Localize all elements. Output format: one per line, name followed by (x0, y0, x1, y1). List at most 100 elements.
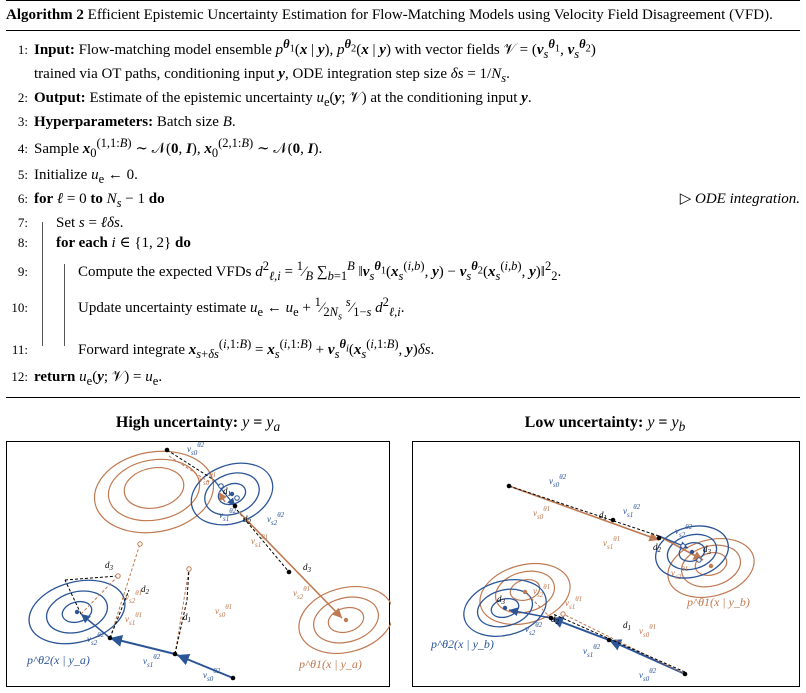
algorithm-title: Efficient Epistemic Uncertainty Estimati… (87, 7, 773, 23)
svg-text:d3: d3 (497, 594, 506, 606)
svg-text:d2: d2 (243, 514, 252, 526)
algo-line-2: 2: Output: Estimate of the epistemic unc… (6, 88, 800, 112)
svg-text:vs0θ1: vs0θ1 (215, 603, 232, 619)
line-text: Initialize ue ← 0. (34, 167, 138, 186)
line-number: 3: (17, 114, 28, 129)
line-text: Update uncertainty estimate ue ← ue + 1⁄… (78, 295, 405, 323)
high-uncertainty-panel: vs0θ2 vs0θ1 vs1θ2 vs2θ2 vs1θ1 vs2θ1 d1 d… (6, 441, 394, 687)
blue-target-contours-b (463, 579, 547, 637)
keyword: Hyperparameters: (34, 114, 154, 130)
svg-text:d1: d1 (183, 612, 191, 624)
algorithm-number: Algorithm 2 (6, 7, 84, 23)
algo-line-3: 3: Hyperparameters: Batch size B. (6, 112, 800, 132)
ode-comment: ▷ ODE integration. (679, 191, 800, 207)
svg-text:vs1θ2: vs1θ2 (143, 653, 161, 669)
line-number: 8: (17, 235, 28, 250)
svg-text:vs2θ1: vs2θ1 (293, 585, 310, 601)
orange-target-contours (298, 586, 394, 654)
algo-line-7: 7: Set s = ℓδs. (6, 213, 800, 233)
svg-text:d3: d3 (105, 560, 114, 572)
svg-text:vs2θ2: vs2θ2 (675, 523, 693, 539)
algo-line-12: 12: return ue(y; 𝒱) = ue. (6, 367, 800, 391)
line-number: 10: (11, 300, 28, 315)
svg-text:vs2θ2: vs2θ2 (267, 511, 285, 527)
svg-text:d1: d1 (623, 620, 631, 632)
for-each-guide (64, 264, 65, 346)
p-theta2-label-b: p^θ2(x | y_b) (430, 637, 494, 651)
blue-target-contours (28, 579, 126, 645)
line-text: return ue(y; 𝒱) = ue. (34, 368, 163, 388)
keyword: Output: (34, 90, 86, 106)
line-text: for each i ∈ {1, 2} do (56, 235, 191, 251)
svg-text:d1: d1 (223, 486, 231, 498)
line-text: for ℓ = 0 to Ns − 1 do (34, 191, 165, 210)
svg-text:d2: d2 (551, 614, 560, 626)
low-uncertainty-diagram: vs0θ2 vs0θ1 vs1θ2 vs1θ1 vs2θ2 vs2θ1 d1 d… (430, 473, 755, 683)
line-text: Compute the expected VFDs d2ℓ,i = 1⁄B ∑b… (78, 259, 562, 283)
line-text: Hyperparameters: Batch size B. (34, 114, 236, 130)
keyword: Input: (34, 42, 75, 58)
orange-top-contours (93, 450, 215, 534)
algo-line-11: 11: Forward integrate xs+δs(i,1:B) = xs(… (6, 331, 800, 367)
line-text: Set s = ℓδs. (56, 215, 124, 231)
line-text: Sample x0(1,1:B) ∼ 𝒩(0, I), x0(2,1:B) ∼ … (34, 136, 323, 160)
line-number: 1: (17, 42, 28, 57)
svg-text:vs0θ1: vs0θ1 (639, 623, 656, 639)
algo-line-8: 8: for each i ∈ {1, 2} do (6, 233, 800, 253)
algo-line-1: 1: Input: Flow-matching model ensemble p… (6, 34, 800, 64)
left-figure-title: High uncertainty: y = ya (115, 414, 281, 435)
algo-line-1-cont: trained via OT paths, conditioning input… (6, 64, 800, 88)
svg-text:vs2θ2: vs2θ2 (87, 631, 105, 647)
svg-text:d3: d3 (303, 562, 312, 574)
svg-text:vs1θ2: vs1θ2 (583, 643, 601, 659)
algo-line-6: 6: for ℓ = 0 to Ns − 1 do ▷ ODE integrat… (6, 189, 800, 213)
svg-text:vs1θ1: vs1θ1 (565, 595, 582, 611)
line-number: 5: (17, 167, 28, 182)
svg-text:vs1θ1: vs1θ1 (603, 535, 620, 551)
line-number: 7: (17, 215, 28, 230)
svg-text:d3: d3 (703, 544, 712, 556)
svg-text:vs1θ1: vs1θ1 (251, 533, 268, 549)
right-figure-title: Low uncertainty: y = yb (524, 414, 686, 435)
line-number: 2: (17, 90, 28, 105)
line-text: Output: Estimate of the epistemic uncert… (34, 90, 532, 109)
line-text: Input: Flow-matching model ensemble pθ1(… (34, 37, 596, 61)
svg-text:d1: d1 (599, 510, 607, 522)
svg-text:vs1θ2: vs1θ2 (219, 507, 237, 523)
line-number: 6: (17, 191, 28, 206)
algorithm-lines: 1: Input: Flow-matching model ensemble p… (6, 31, 800, 397)
line-number: 12: (11, 368, 28, 384)
svg-text:d2: d2 (141, 584, 150, 596)
svg-text:vs0θ2: vs0θ2 (187, 442, 205, 457)
line-number: 4: (17, 141, 28, 156)
start-point-top (164, 447, 170, 453)
svg-text:vs2θ1: vs2θ1 (125, 589, 142, 605)
algo-line-10: 10: Update uncertainty estimate ue ← ue … (6, 289, 800, 331)
high-uncertainty-diagram: vs0θ2 vs0θ1 vs1θ2 vs2θ2 vs1θ1 vs2θ1 d1 d… (26, 441, 394, 683)
algo-line-9: 9: Compute the expected VFDs d2ℓ,i = 1⁄B… (6, 253, 800, 289)
algorithm-header: Algorithm 2 Efficient Epistemic Uncertai… (6, 1, 800, 30)
svg-text:vs0θ1: vs0θ1 (533, 505, 550, 521)
line-number: 11: (11, 341, 28, 357)
blue-top-contours-b (655, 525, 729, 579)
line-text: trained via OT paths, conditioning input… (34, 66, 510, 85)
orange-left-contours-b (479, 562, 571, 626)
top-rule (6, 0, 800, 1)
algorithm-block: Algorithm 2 Efficient Epistemic Uncertai… (6, 0, 800, 398)
svg-text:vs0θ2: vs0θ2 (639, 667, 657, 683)
line-number: 9: (17, 264, 28, 279)
p-theta2-label-a: p^θ2(x | y_a) (26, 653, 90, 667)
bottom-rule (6, 396, 800, 398)
algo-line-5: 5: Initialize ue ← 0. (6, 165, 800, 189)
svg-text:vs1θ2: vs1θ2 (623, 503, 641, 519)
line-text: Forward integrate xs+δs(i,1:B) = xs(i,1:… (78, 336, 435, 361)
svg-text:vs0θ2: vs0θ2 (549, 473, 567, 489)
svg-text:vs2θ1: vs2θ1 (533, 583, 550, 599)
p-theta1-label-a: p^θ1(x | y_a) (298, 657, 362, 671)
low-uncertainty-panel: vs0θ2 vs0θ1 vs1θ2 vs1θ1 vs2θ2 vs2θ1 d1 d… (412, 441, 800, 687)
p-theta1-label-b: p^θ1(x | y_b) (686, 595, 750, 609)
header-rule (6, 30, 800, 31)
algo-line-4: 4: Sample x0(1,1:B) ∼ 𝒩(0, I), x0(2,1:B)… (6, 132, 800, 165)
svg-text:d2: d2 (653, 542, 662, 554)
for-loop-guide (42, 222, 43, 346)
